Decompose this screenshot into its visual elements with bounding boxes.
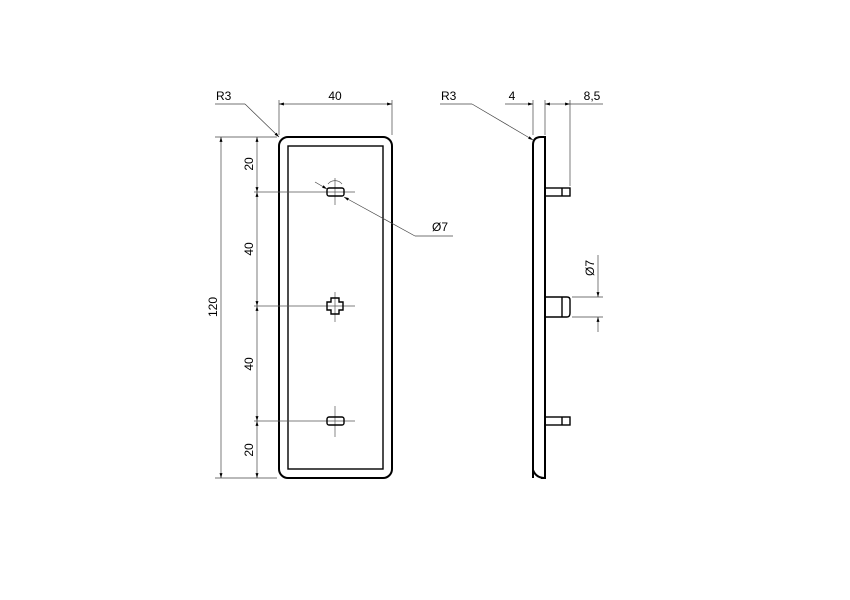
radius-leader-side: R3	[440, 89, 534, 141]
pin-middle	[545, 296, 571, 318]
radius-label-front: R3	[216, 89, 232, 103]
side-view: 4 8,5 R3 Ø7	[440, 89, 603, 480]
slot-hole-bottom	[254, 406, 355, 437]
pin-diameter-label: Ø7	[583, 260, 597, 276]
cross-hole-middle	[254, 292, 355, 322]
pin-top	[544, 187, 571, 197]
radius-label-side: R3	[441, 89, 457, 103]
pin-bottom	[544, 416, 571, 426]
radius-leader-front: R3	[215, 89, 280, 138]
dimension-segments: 20 40 40 20	[242, 137, 259, 478]
plate-side-profile	[532, 136, 546, 480]
dimension-height-total: 120	[206, 136, 277, 479]
pin-length-label: 8,5	[584, 89, 601, 103]
width-label: 40	[328, 89, 342, 103]
plate-inner-outline	[287, 145, 384, 470]
hole-diameter-label: Ø7	[432, 220, 448, 234]
dimension-thickness: 4 8,5	[505, 89, 603, 186]
segment-label-1: 20	[242, 157, 256, 171]
segment-label-2: 40	[242, 242, 256, 256]
thickness-label: 4	[509, 89, 516, 103]
slot-hole-top	[254, 178, 355, 205]
segment-label-4: 20	[242, 443, 256, 457]
segment-label-3: 40	[242, 357, 256, 371]
plate-outline	[278, 136, 393, 479]
front-view: 40 R3 120 20 40 40 20	[206, 89, 453, 479]
dimension-pin-diameter: Ø7	[572, 255, 603, 332]
height-total-label: 120	[206, 297, 220, 317]
hole-diameter-leader: Ø7	[314, 180, 453, 237]
dimension-width: 40	[278, 89, 393, 135]
